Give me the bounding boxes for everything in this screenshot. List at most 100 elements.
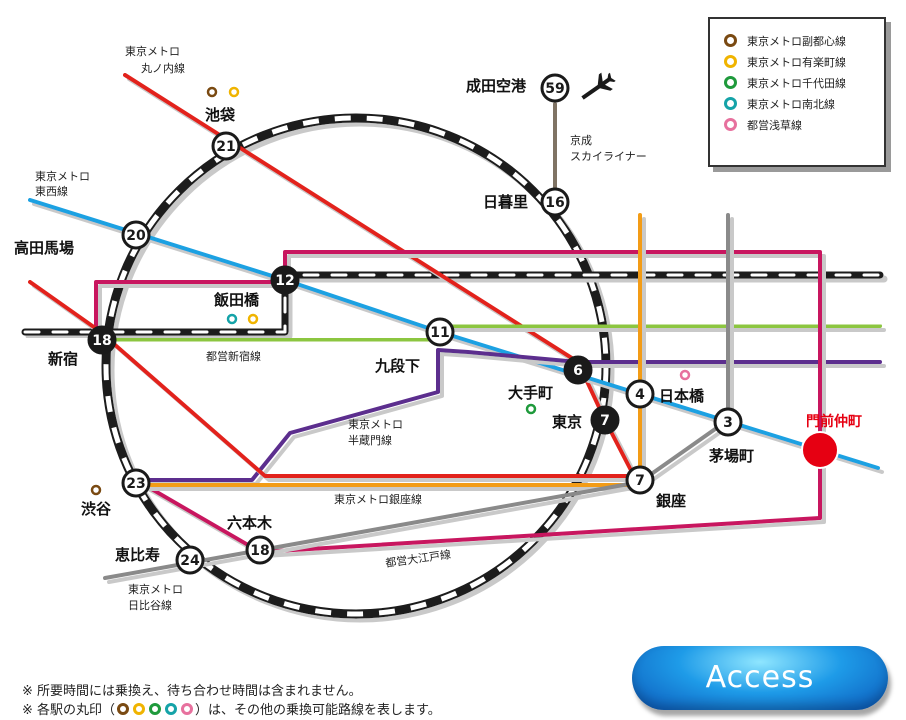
footnote-rings-suffix: ）は、その他の乗換可能路線を表します。	[195, 703, 441, 718]
footnote-time: ※ 所要時間には乗換え、待ち合わせ時間は含まれません。	[22, 684, 362, 699]
transfer-ring-yurakucho-ikebukuro	[228, 86, 240, 98]
destination-marker	[801, 431, 839, 469]
station-minutes-ebisu: 24	[180, 553, 200, 569]
legend-label: 東京メトロ副都心線	[747, 34, 846, 48]
station-minutes-nippori: 16	[545, 195, 564, 211]
station-marker-iidabashi: 12	[270, 265, 300, 295]
legend-item: 東京メトロ副都心線	[724, 30, 884, 51]
station-label-roppongi: 六本木	[227, 514, 273, 532]
station-minutes-shinjuku: 18	[92, 333, 111, 349]
footnote-rings-prefix: ※ 各駅の丸印（	[22, 703, 116, 718]
line-label-hanzomon: 東京メトロ 半蔵門線	[348, 417, 403, 447]
legend-ring-icon	[724, 34, 737, 47]
line-legend: 東京メトロ副都心線東京メトロ有楽町線東京メトロ千代田線東京メトロ南北線都営浅草線	[708, 17, 886, 167]
station-minutes-iidabashi: 12	[275, 273, 294, 289]
station-marker-tokyo: 7	[590, 405, 620, 435]
station-minutes-ikebukuro: 21	[216, 139, 235, 155]
station-label-otemachi: 大手町	[508, 384, 553, 402]
marunouchi-branch	[28, 280, 642, 478]
svg-text:丸ノ内線: 丸ノ内線	[141, 61, 185, 75]
station-marker-nippori: 16	[540, 187, 570, 217]
station-label-ikebukuro: 池袋	[205, 106, 236, 124]
legend-item: 都営浅草線	[724, 114, 884, 135]
airplane-icon	[581, 72, 616, 100]
station-label-ebisu: 恵比寿	[115, 546, 160, 564]
legend-item: 東京メトロ千代田線	[724, 72, 884, 93]
station-marker-nihombashi: 4	[625, 379, 655, 409]
marunouchi-line	[123, 73, 638, 482]
legend-ring-icon	[724, 97, 737, 110]
toei-oedo-line	[94, 250, 822, 554]
legend-item: 東京メトロ有楽町線	[724, 51, 884, 72]
footnote-ring-icon	[133, 703, 146, 715]
jr-chuo-line	[21, 271, 884, 336]
legend-ring-icon	[724, 76, 737, 89]
station-minutes-kayabacho: 3	[723, 415, 733, 431]
legend-label: 東京メトロ南北線	[747, 97, 835, 111]
hibiya-line	[103, 213, 730, 580]
legend-label: 都営浅草線	[747, 118, 802, 132]
station-marker-kudanshita: 11	[425, 317, 455, 347]
legend-label: 東京メトロ有楽町線	[747, 55, 846, 69]
transfer-ring-namboku-iidabashi	[226, 313, 238, 325]
line-label-oedo: 都営大江戸線	[384, 547, 451, 570]
svg-text:日比谷線: 日比谷線	[128, 598, 172, 612]
station-minutes-takadanobaba: 20	[126, 228, 146, 244]
line-label-hibiya: 東京メトロ 日比谷線	[128, 582, 183, 612]
station-marker-shinjuku: 18	[87, 325, 117, 355]
station-label-tokyo: 東京	[552, 413, 582, 431]
station-minutes-otemachi: 6	[573, 363, 583, 379]
svg-text:スカイライナー: スカイライナー	[570, 150, 647, 163]
legend-ring-icon	[724, 118, 737, 131]
transfer-ring-chiyoda-otemachi	[525, 403, 537, 415]
legend-ring-icon	[724, 55, 737, 68]
station-label-takadanobaba: 高田馬場	[14, 239, 74, 257]
station-label-kudanshita: 九段下	[374, 357, 420, 375]
legend-label: 東京メトロ千代田線	[747, 76, 846, 90]
footnote-ring-icons	[115, 703, 195, 718]
station-label-nihombashi: 日本橋	[659, 387, 705, 405]
station-marker-ginza: 7	[625, 465, 655, 495]
svg-text:東西線: 東西線	[35, 184, 68, 198]
tozai-line	[28, 198, 880, 470]
footnote-rings: ※ 各駅の丸印（ ）は、その他の乗換可能路線を表します。	[22, 701, 441, 720]
line-label-skyliner: 京成 スカイライナー	[570, 133, 647, 163]
station-minutes-nihombashi: 4	[635, 387, 645, 403]
transfer-ring-fukutoshin-shibuya	[90, 484, 102, 496]
footnote-ring-icon	[165, 703, 178, 715]
transfer-ring-yurakucho-iidabashi	[247, 313, 259, 325]
svg-text:東京メトロ: 東京メトロ	[128, 582, 183, 596]
transfer-ring-fukutoshin-ikebukuro	[206, 86, 218, 98]
station-label-nippori: 日暮里	[483, 193, 528, 211]
station-marker-roppongi: 18	[245, 535, 275, 565]
legend-item: 東京メトロ南北線	[724, 93, 884, 114]
station-minutes-roppongi: 18	[250, 543, 269, 559]
station-label-monzennakacho: 門前仲町	[806, 413, 862, 430]
station-marker-takadanobaba: 20	[121, 220, 151, 250]
line-label-tozai: 東京メトロ 東西線	[35, 169, 90, 198]
line-label-ginza: 東京メトロ銀座線	[334, 492, 422, 506]
station-label-ginza: 銀座	[656, 492, 686, 510]
svg-text:東京メトロ: 東京メトロ	[35, 169, 90, 183]
footnote-ring-icon	[149, 703, 162, 715]
station-marker-ebisu: 24	[175, 545, 205, 575]
footnote-ring-icon	[181, 703, 194, 715]
transfer-ring-asakusa-nihombashi	[679, 369, 691, 381]
svg-text:東京メトロ: 東京メトロ	[125, 44, 180, 58]
yamanote-line-ring	[101, 113, 611, 619]
station-marker-shibuya: 23	[121, 468, 151, 498]
station-marker-narita: 59	[540, 73, 570, 103]
station-label-iidabashi: 飯田橋	[213, 291, 260, 309]
footnotes: ※ 所要時間には乗換え、待ち合わせ時間は含まれません。 ※ 各駅の丸印（ ）は、そ…	[22, 682, 441, 720]
station-minutes-kudanshita: 11	[430, 325, 449, 341]
station-minutes-tokyo: 7	[600, 413, 610, 429]
station-marker-ikebukuro: 21	[211, 131, 241, 161]
access-button[interactable]: Access	[632, 646, 888, 710]
station-label-shibuya: 渋谷	[81, 500, 112, 518]
station-marker-otemachi: 6	[563, 355, 593, 385]
station-marker-kayabacho: 3	[713, 407, 743, 437]
svg-text:半蔵門線: 半蔵門線	[348, 433, 392, 447]
station-label-shinjuku: 新宿	[48, 350, 78, 368]
station-minutes-narita: 59	[545, 81, 564, 97]
